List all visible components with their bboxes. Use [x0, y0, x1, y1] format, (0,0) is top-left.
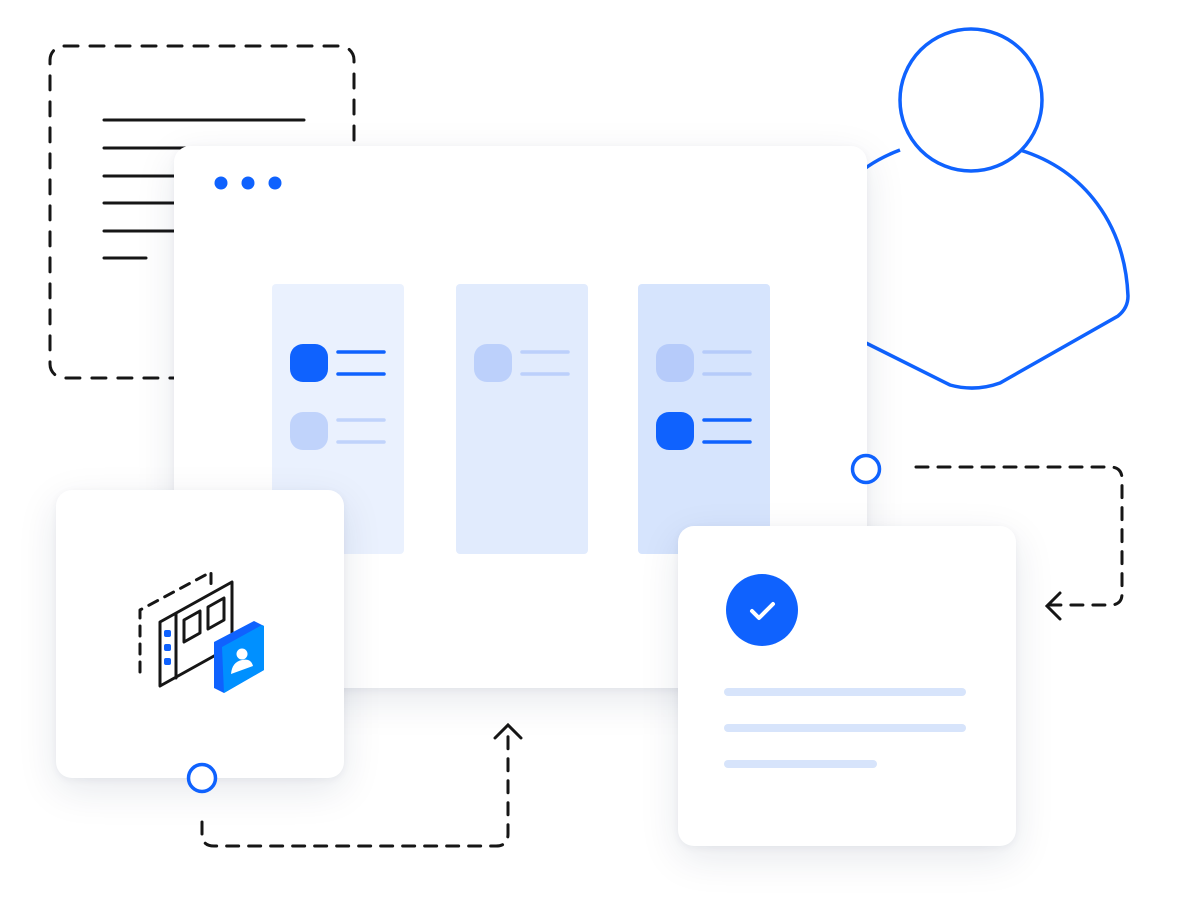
app-icon-card: [56, 490, 344, 778]
column-2: [456, 284, 588, 554]
arrow-left-icon: [1044, 591, 1062, 621]
column-1: [272, 284, 404, 554]
success-card-content: [724, 574, 966, 768]
success-card: [678, 526, 1016, 846]
isometric-app-user-icon: [138, 570, 264, 693]
arrow-up-icon: [493, 722, 523, 740]
window-content: [214, 176, 770, 554]
app-window: [174, 146, 867, 688]
user-outline-icon: [818, 27, 1130, 390]
check-circle-icon: [726, 574, 798, 646]
window-dots-icon: [214, 176, 282, 190]
connector-right: [914, 465, 1124, 621]
column-3: [638, 284, 770, 554]
connector-bottom: [200, 722, 523, 848]
